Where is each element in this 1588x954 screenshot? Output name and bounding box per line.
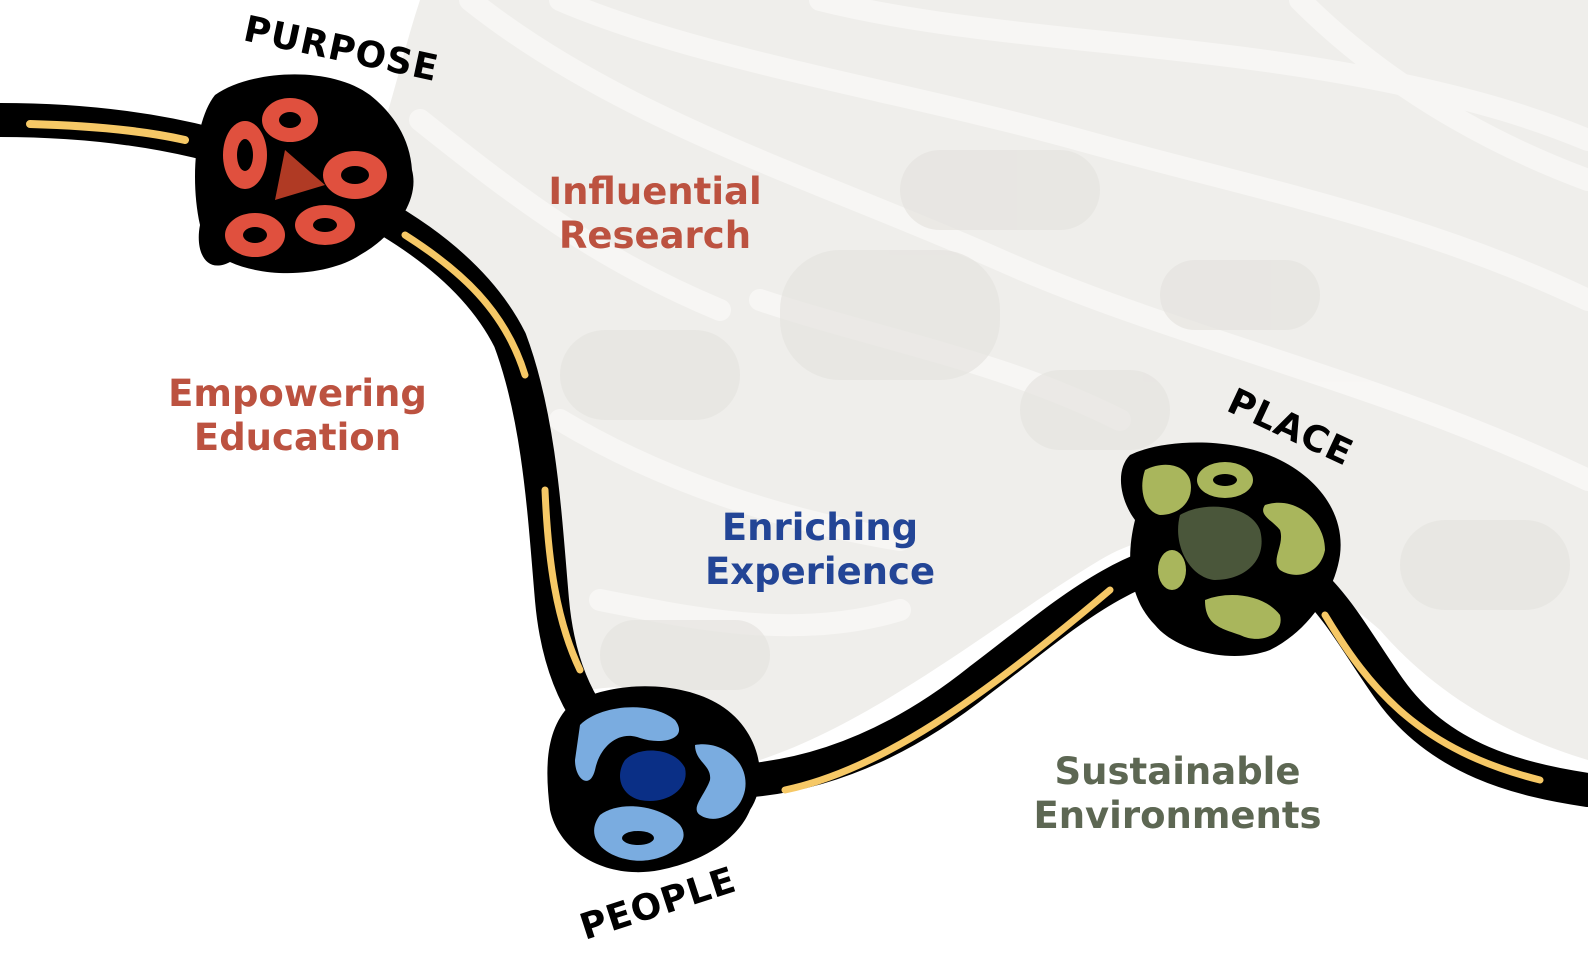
background-pattern (360, 0, 1588, 760)
theme-sustainable-environments-line2: Environments (1033, 794, 1322, 837)
theme-sustainable-environments-line1: Sustainable (1054, 750, 1301, 793)
theme-influential-research-line2: Research (558, 214, 752, 257)
theme-enriching-experience: Enriching Experience (695, 506, 945, 594)
node-people: PEOPLE (547, 686, 760, 949)
purpose-flower-icon (223, 98, 387, 257)
theme-empowering-education-line1: Empowering (168, 372, 427, 415)
theme-empowering-education: Empowering Education (160, 372, 435, 460)
people-label: PEOPLE (575, 860, 741, 949)
theme-enriching-experience-line1: Enriching (721, 506, 919, 549)
theme-empowering-education-line2: Education (193, 416, 402, 459)
place-flower-icon (1142, 462, 1325, 639)
node-purpose: PURPOSE (195, 9, 442, 274)
people-flower-icon (575, 707, 746, 861)
theme-sustainable-environments: Sustainable Environments (1025, 750, 1330, 838)
theme-enriching-experience-line2: Experience (704, 550, 936, 593)
theme-influential-research-line1: Influential (548, 170, 762, 213)
theme-influential-research: Influential Research (535, 170, 775, 258)
